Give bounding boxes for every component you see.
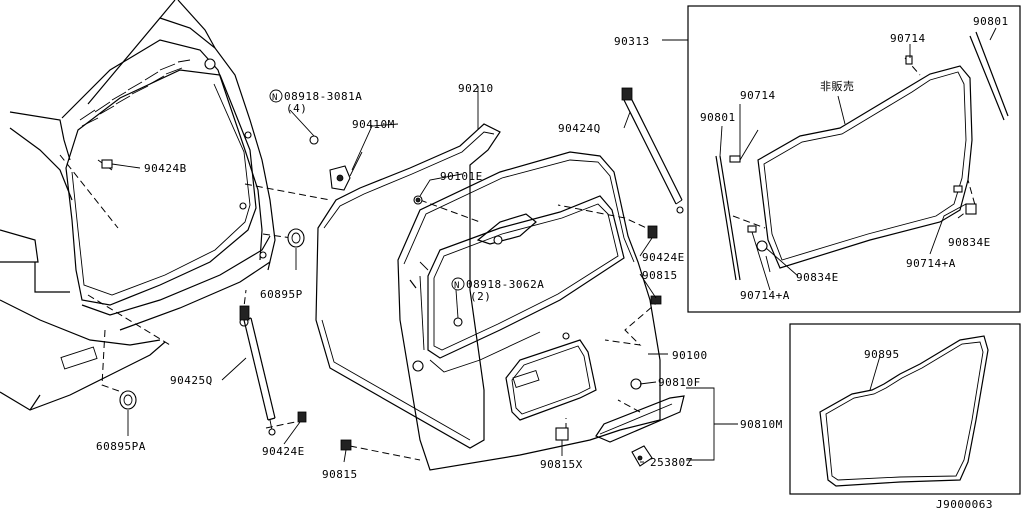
n-symbol-text-2: N — [454, 281, 460, 291]
label-90714a-right: 90714+A — [906, 257, 956, 270]
label-90834e-left: 90834E — [796, 271, 839, 284]
label-25380z: 25380Z — [650, 456, 693, 469]
label-90815-bottom: 90815 — [322, 468, 358, 481]
n-symbol-icon-2 — [451, 277, 465, 291]
clip-90810f — [630, 378, 642, 390]
vehicle-rear-body — [0, 0, 276, 411]
label-90810m: 90810M — [740, 418, 783, 431]
gas-stay-90424q — [621, 87, 684, 214]
cover-90815x — [555, 427, 569, 441]
weatherstrip-90210 — [315, 123, 501, 449]
label-60895pa: 60895PA — [96, 440, 146, 453]
nut-08918-3062a — [453, 317, 463, 327]
latch-90410m — [329, 151, 363, 191]
label-90895: 90895 — [864, 348, 900, 361]
label-90101e: 90101E — [440, 170, 483, 183]
label-not-sold: 非販売 — [820, 80, 855, 93]
back-door-90100 — [397, 151, 661, 471]
label-90424e-right: 90424E — [642, 251, 685, 264]
label-90801-left: 90801 — [700, 111, 736, 124]
gas-stay-90425q — [239, 305, 276, 436]
grommet-60895pa — [119, 390, 137, 410]
label-08918-3081a: 08918-3081A — [284, 90, 362, 103]
label-90424q: 90424Q — [558, 122, 601, 135]
label-90410m: 90410M — [352, 118, 395, 131]
label-90801-top: 90801 — [973, 15, 1009, 28]
bolt-90424e-bottom — [297, 411, 307, 423]
n-symbol-icon — [269, 89, 283, 103]
label-90815x: 90815X — [540, 458, 583, 471]
label-90714a-left: 90714+A — [740, 289, 790, 302]
label-90815-right: 90815 — [642, 269, 678, 282]
lamp-25380z — [631, 445, 653, 467]
bolt-90424e-right — [647, 225, 658, 239]
nut-08918-3081a — [309, 135, 319, 145]
n-symbol-text: N — [272, 93, 278, 103]
label-60895p: 60895P — [260, 288, 303, 301]
label-90810f: 90810F — [658, 376, 701, 389]
part-labels: 90313 90714 90801 非販売 90714 90801 90834E… — [96, 15, 1009, 511]
label-90424b: 90424B — [144, 162, 187, 175]
diagram-code: J9000063 — [936, 498, 993, 511]
label-08918-3081a-qty: (4) — [286, 102, 307, 115]
clip-90424b — [101, 159, 113, 169]
label-08918-3062a-qty: (2) — [470, 290, 491, 303]
label-08918-3062a: 08918-3062A — [466, 278, 544, 291]
label-90424e-bottom: 90424E — [262, 445, 305, 458]
label-90313: 90313 — [614, 35, 650, 48]
label-90425q: 90425Q — [170, 374, 213, 387]
clip-90101e — [413, 195, 423, 205]
dashed-leader-lines — [59, 57, 976, 461]
label-90714-mid: 90714 — [740, 89, 776, 102]
bumper-90815-right — [650, 295, 662, 305]
bumper-90815-bottom — [340, 439, 352, 451]
label-90834e-right: 90834E — [948, 236, 991, 249]
seal-box — [789, 323, 1021, 495]
label-90210: 90210 — [458, 82, 494, 95]
label-leaders — [111, 27, 997, 463]
glass-box — [687, 5, 1021, 313]
label-90100: 90100 — [672, 349, 708, 362]
grommet-60895p — [287, 228, 305, 248]
finisher-90810m — [595, 395, 685, 443]
label-90714-top: 90714 — [890, 32, 926, 45]
